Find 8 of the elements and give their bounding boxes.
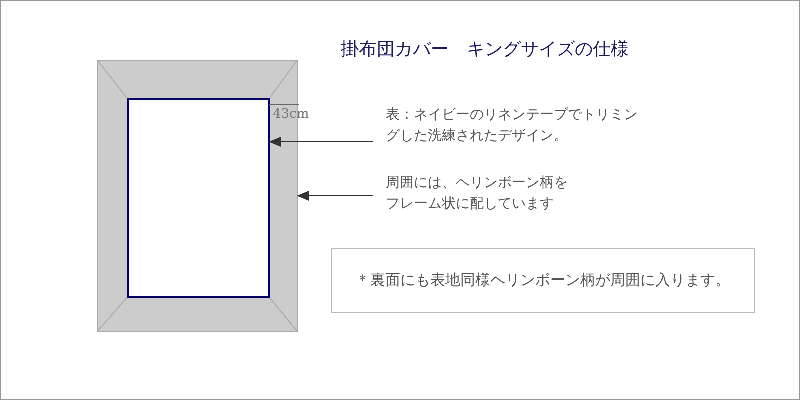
note-box: ＊裏面にも表地同様ヘリンボーン柄が周囲に入ります。 [331,248,755,313]
leader-arrow [297,191,374,201]
annotation-text: 周囲には、ヘリンボーン柄をフレーム状に配しています [373,173,578,219]
leader-arrow [269,137,374,147]
annotation-text: 表：ネイビーのリネンテープでトリミングした洗練されたデザイン。 [373,105,645,151]
cover-panel [127,98,270,298]
title: 掛布団カバー キングサイズの仕様 [341,38,629,61]
dimension-label: 43cm [273,107,310,122]
